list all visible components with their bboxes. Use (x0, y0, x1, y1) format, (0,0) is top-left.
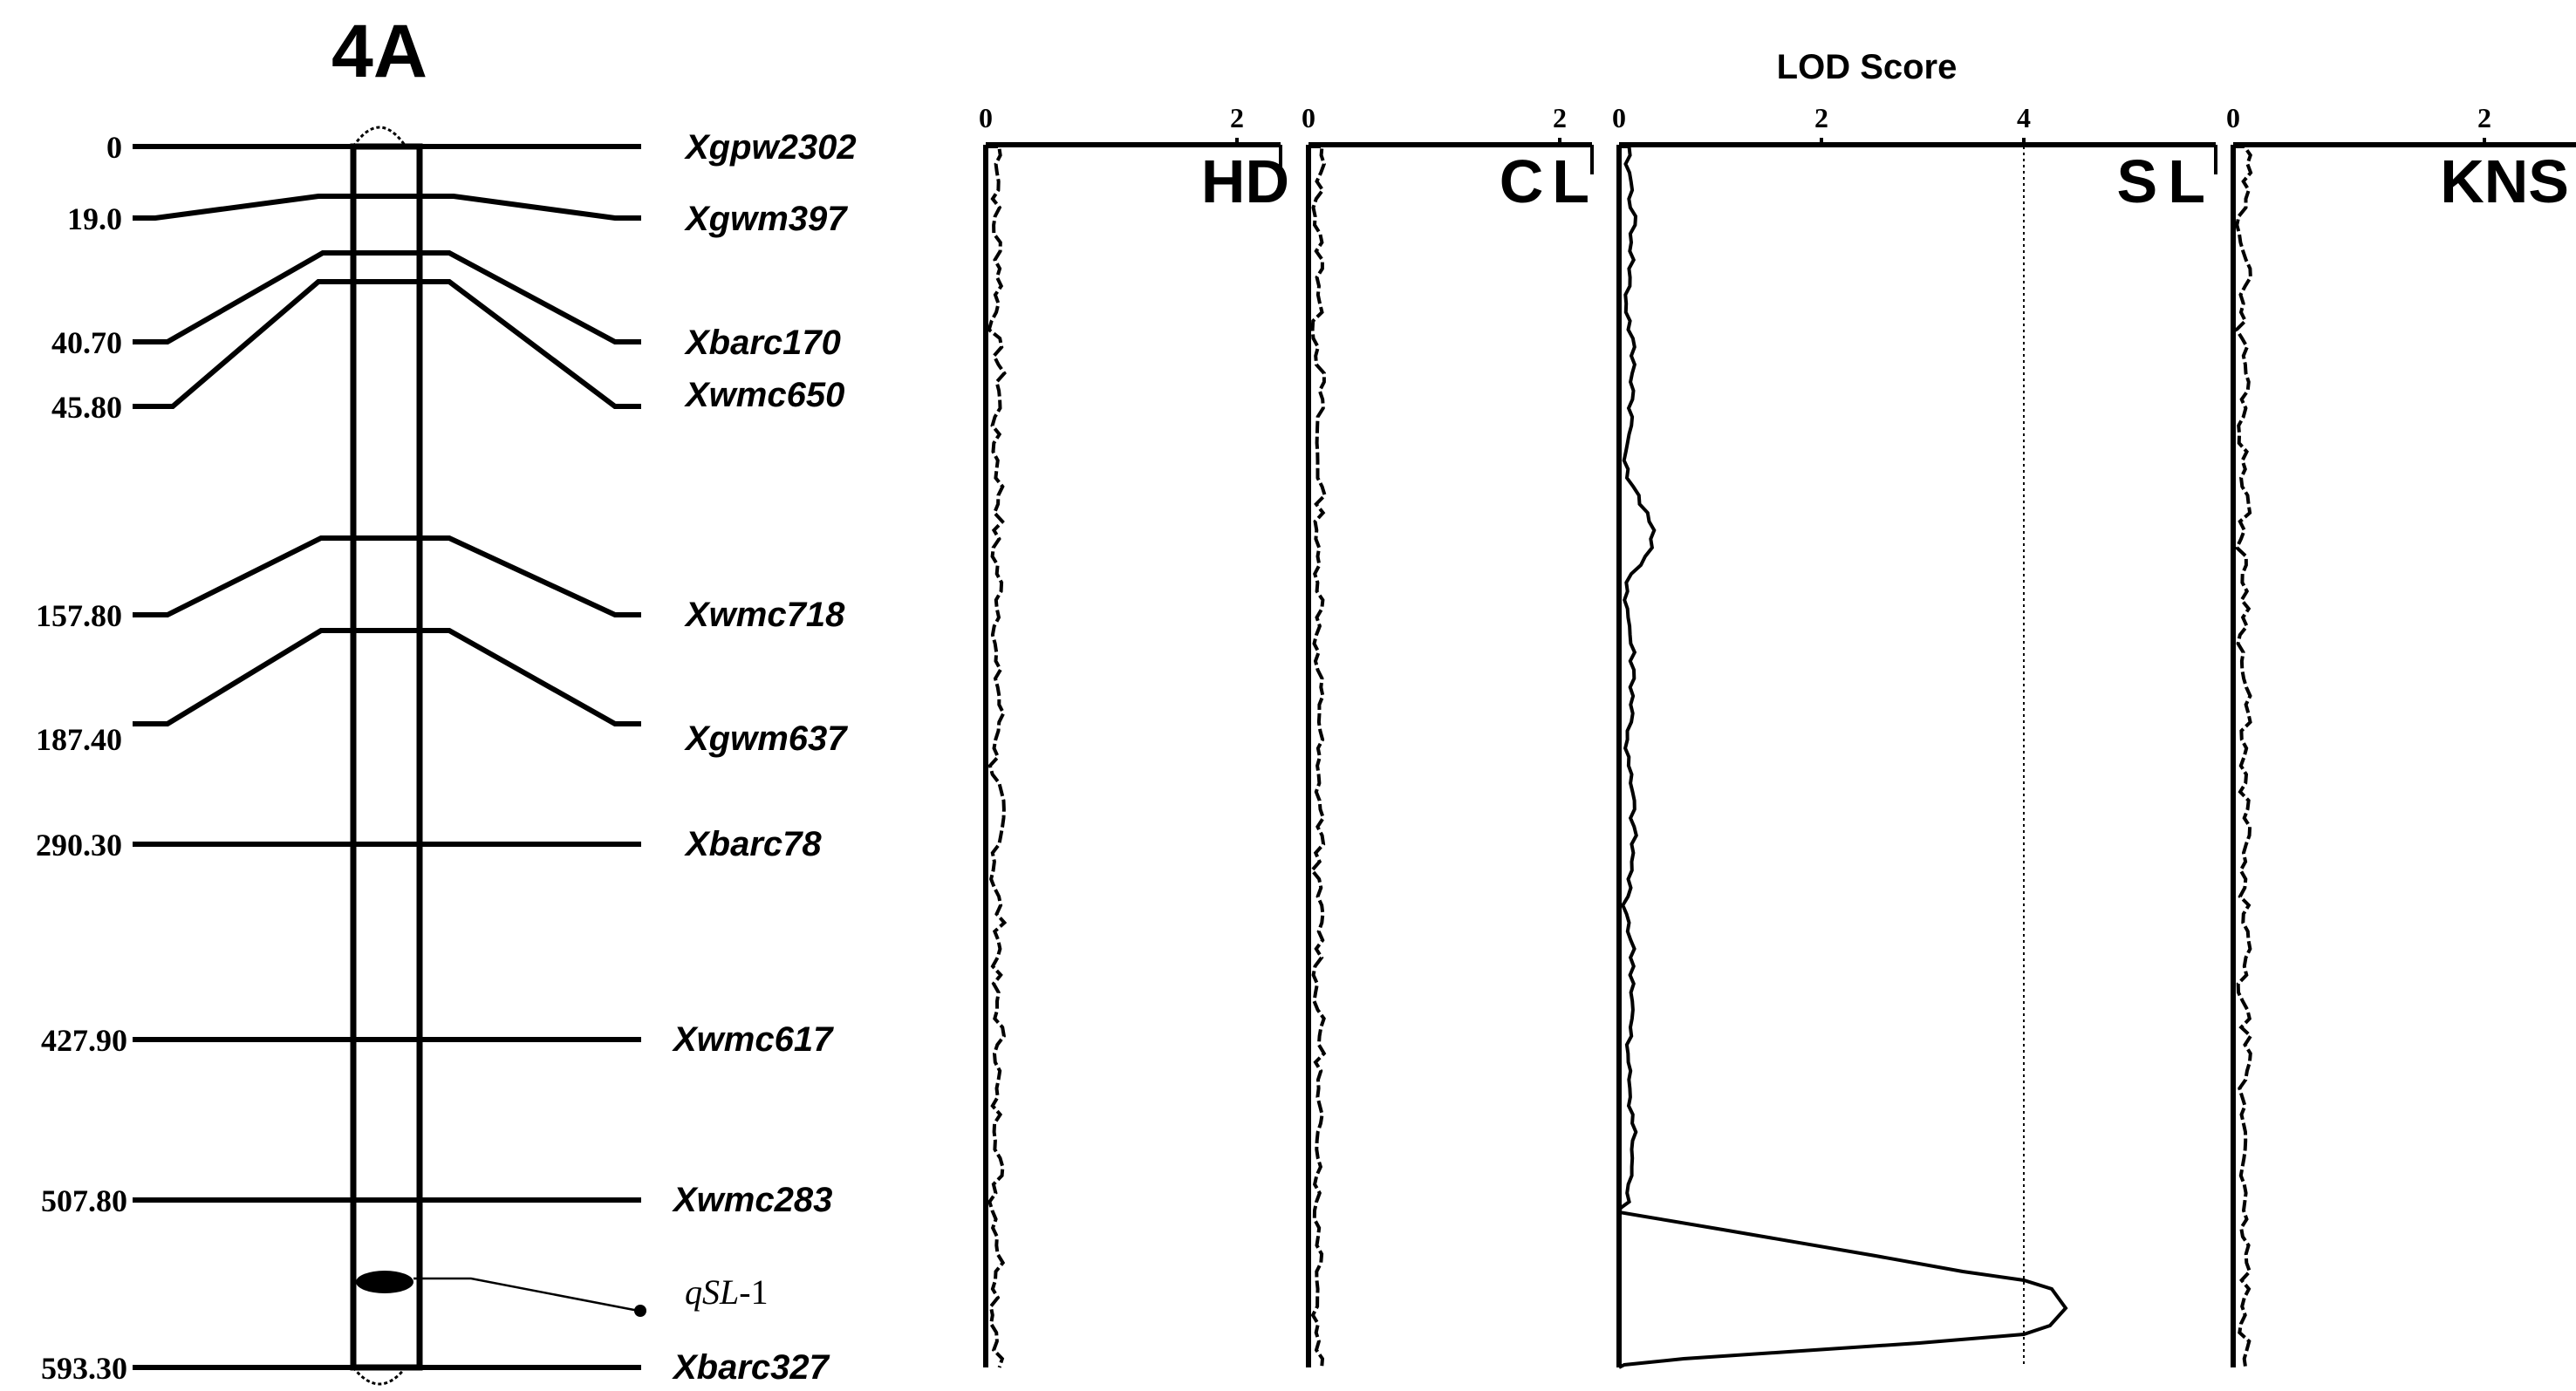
lod-panels: LOD Score 0 2 HD 0 2 CL (979, 48, 2576, 1369)
chromosome-top-cap (352, 126, 407, 147)
position-label: 507.80 (41, 1183, 127, 1218)
chromosome-title: 4A (331, 10, 427, 93)
sl-trait-label: SL (2117, 147, 2216, 215)
position-label: 187.40 (36, 722, 122, 757)
kns-lod-curve (2233, 145, 2253, 1368)
marker-name: Xbarc78 (684, 825, 822, 863)
qtl-marker-ellipse (356, 1271, 413, 1293)
marker-line (133, 279, 641, 409)
hd-trait-label: HD (1201, 147, 1289, 215)
position-labels: 0 19.0 40.70 45.80 157.80 187.40 290.30 … (36, 130, 127, 1386)
position-label: 19.0 (67, 201, 122, 236)
marker-name: Xwmc718 (684, 596, 845, 634)
marker-line (133, 194, 641, 221)
position-label: 290.30 (36, 828, 122, 863)
marker-line (133, 535, 641, 617)
position-label: 40.70 (51, 325, 122, 360)
kns-tick-label: 2 (2477, 102, 2491, 133)
chromosome-bottom-cap (352, 1367, 407, 1386)
hd-tick-label: 2 (1230, 102, 1244, 133)
marker-name: Xwmc617 (672, 1020, 834, 1059)
kns-trait-label: KNS (2440, 147, 2569, 215)
marker-name: Xwmc283 (672, 1181, 832, 1219)
marker-name: Xgwm637 (684, 719, 848, 758)
qtl-label-suffix: -1 (739, 1272, 768, 1312)
kns-tick-label: 0 (2226, 102, 2240, 133)
position-label: 0 (106, 130, 122, 165)
marker-lines (133, 144, 641, 1370)
marker-name: Xwmc650 (684, 376, 844, 414)
marker-names: Xgpw2302 Xgwm397 Xbarc170 Xwmc650 Xwmc71… (672, 128, 857, 1387)
panel-sl: 0 2 4 SL (1612, 102, 2217, 1369)
position-label: 45.80 (51, 390, 122, 425)
marker-name: Xbarc170 (684, 324, 841, 362)
position-label: 593.30 (41, 1351, 127, 1386)
marker-line (133, 628, 641, 726)
cl-trait-label: CL (1500, 147, 1598, 215)
linkage-map: 4A qSL-1 0 19.0 40.70 (36, 10, 857, 1387)
qtl-label-italic: qSL (685, 1272, 739, 1312)
marker-line (133, 250, 641, 344)
panel-cl: 0 2 CL (1302, 102, 1598, 1368)
sl-tick-label: 0 (1612, 102, 1626, 133)
chromosome-bar (350, 143, 423, 1371)
sl-lod-curve (1616, 145, 2068, 1369)
lod-score-title: LOD Score (1777, 48, 1958, 86)
panel-kns: 0 2 KNS (2226, 102, 2576, 1368)
position-label: 157.80 (36, 598, 122, 633)
cl-lod-curve (1308, 145, 1327, 1368)
position-label: 427.90 (41, 1023, 127, 1058)
qtl-label: qSL-1 (685, 1272, 769, 1312)
panel-hd: 0 2 HD (979, 102, 1289, 1368)
sl-tick-label: 2 (1814, 102, 1828, 133)
marker-name: Xgpw2302 (684, 128, 857, 167)
qtl-leader-dot (634, 1305, 646, 1317)
marker-name: Xgwm397 (684, 200, 848, 238)
marker-name: Xbarc327 (672, 1348, 830, 1387)
sl-tick-label: 4 (2017, 102, 2031, 133)
hd-tick-label: 0 (979, 102, 993, 133)
cl-tick-label: 0 (1302, 102, 1315, 133)
cl-tick-label: 2 (1553, 102, 1567, 133)
hd-lod-curve (986, 145, 1008, 1368)
qtl-leader-line (413, 1277, 639, 1313)
